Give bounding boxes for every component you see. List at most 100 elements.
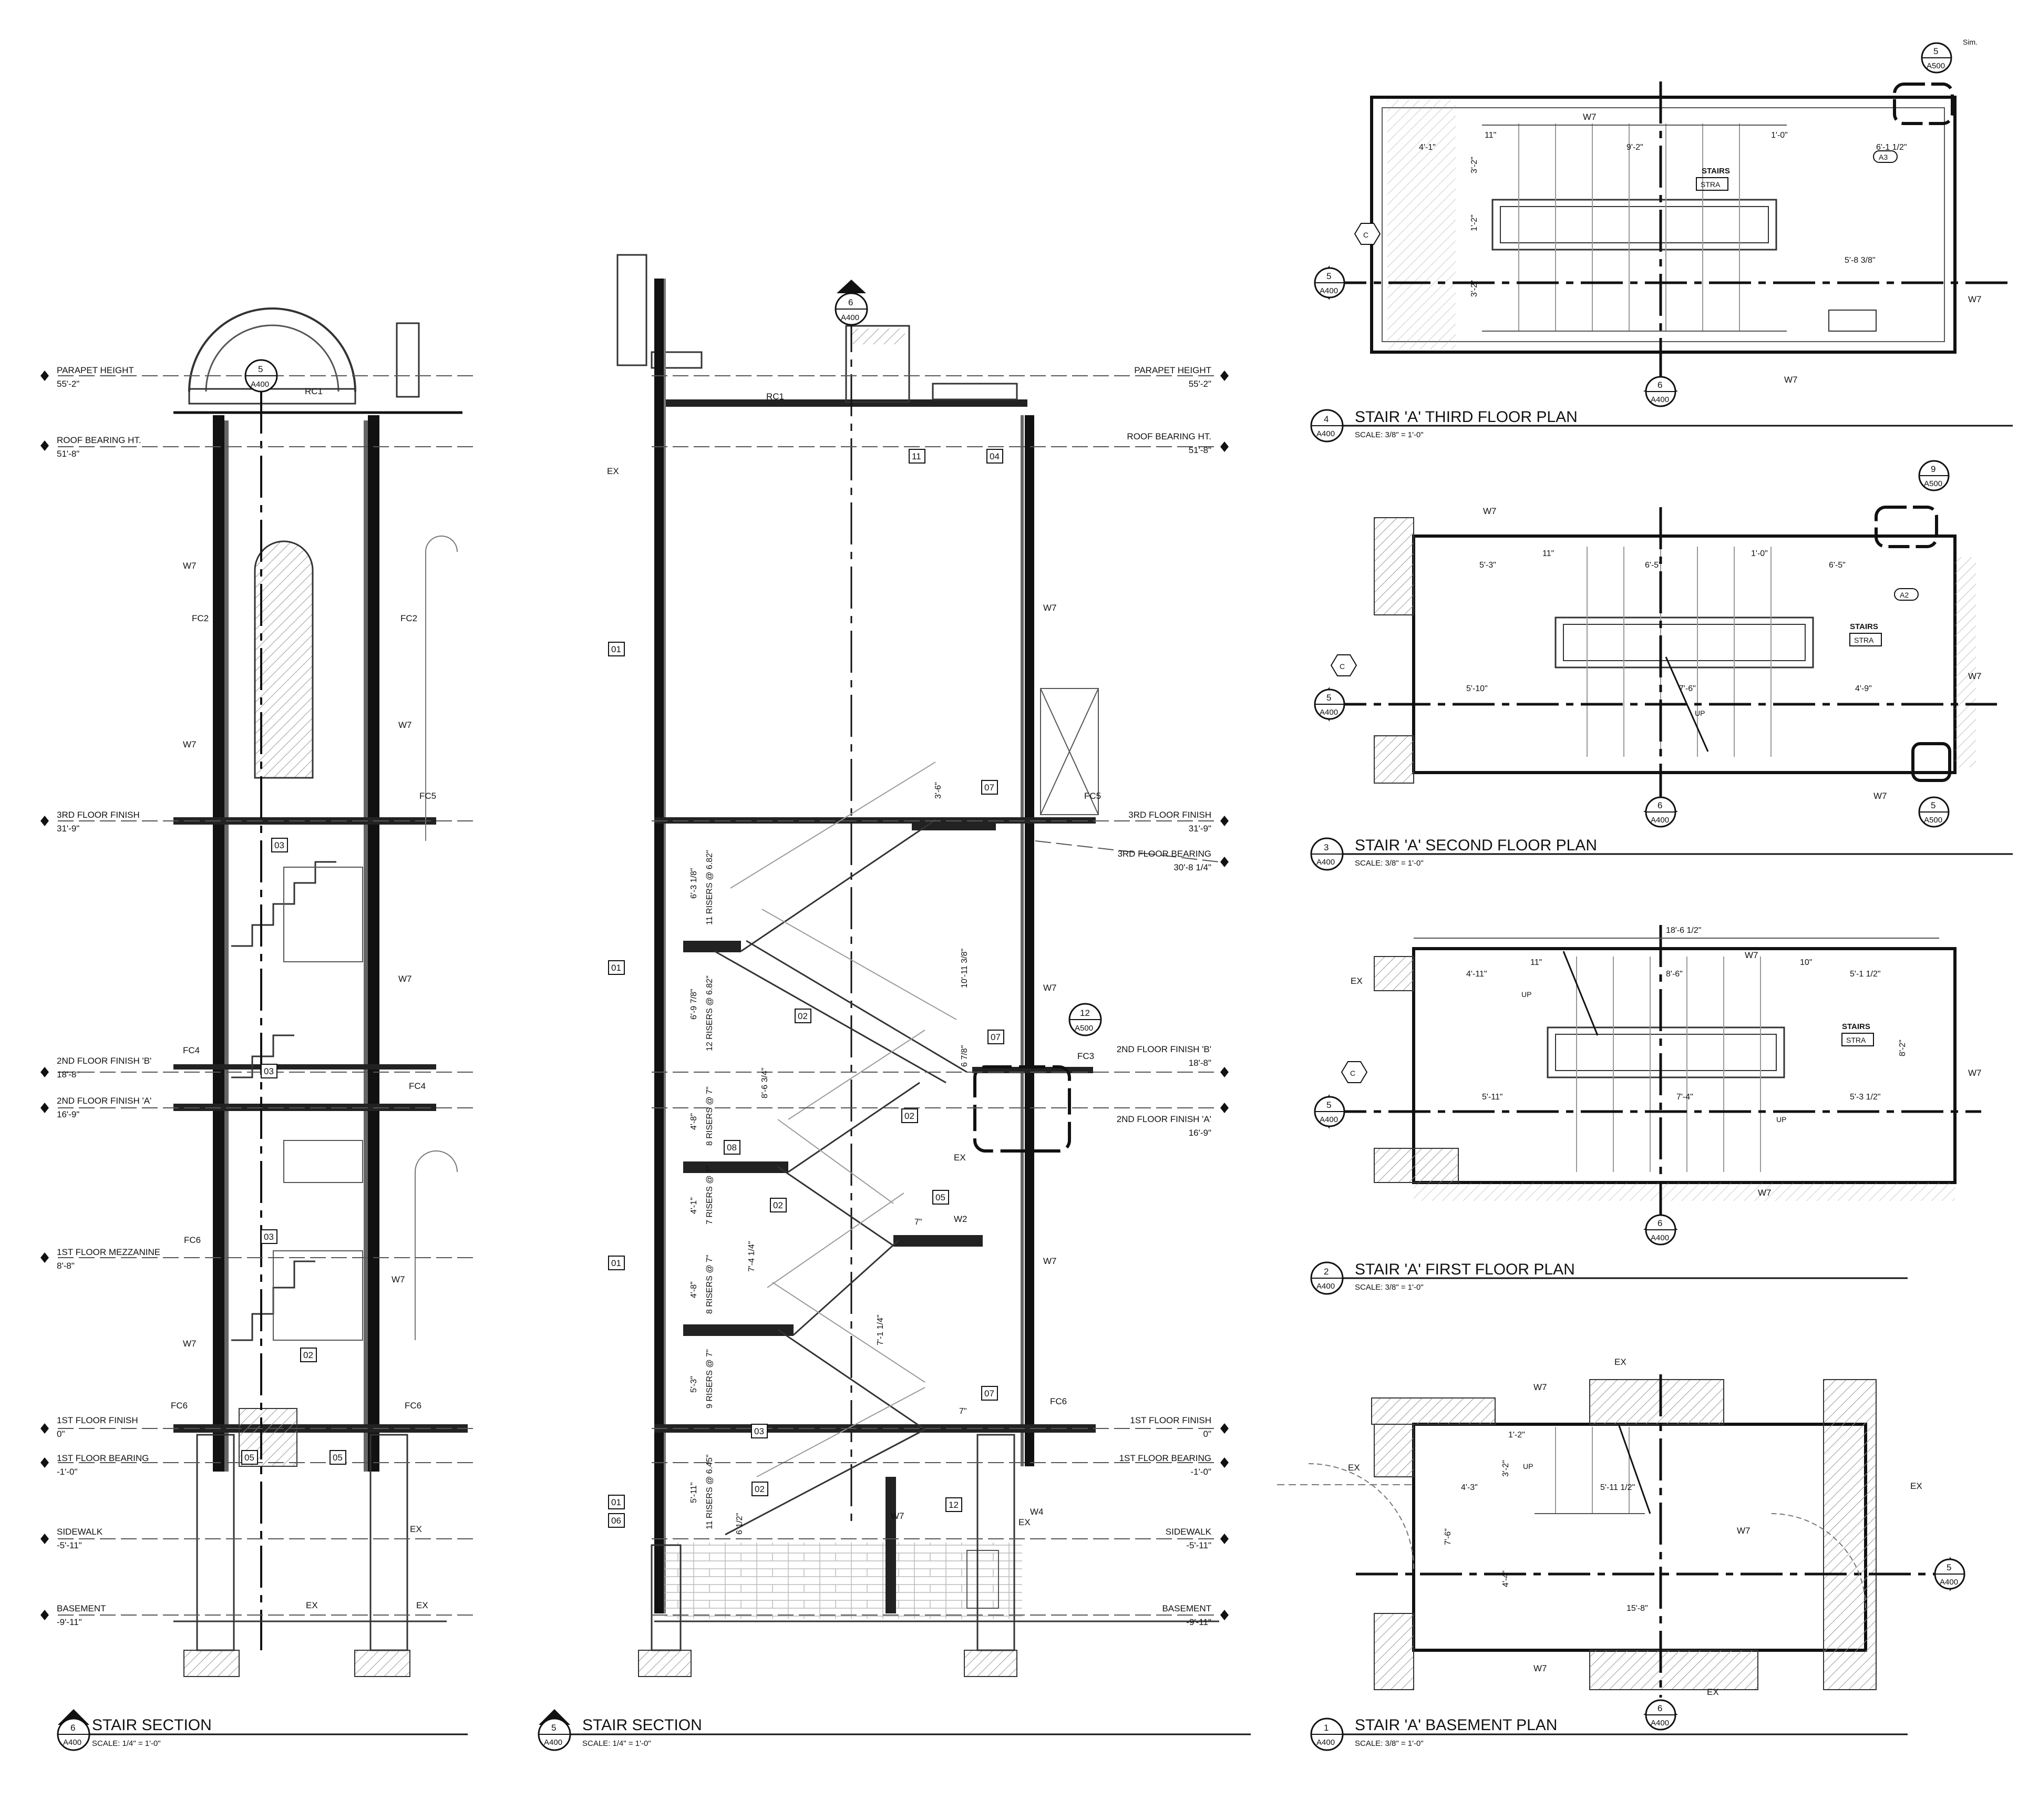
level-1st-bearing-left: 1ST FLOOR BEARING-1'-0"	[40, 1453, 149, 1477]
dim: 7'-4"	[1676, 1093, 1693, 1102]
level-elevation: 51'-8"	[57, 449, 79, 459]
tag-fc5: FC5	[419, 791, 436, 801]
svg-text:A500: A500	[1924, 816, 1942, 825]
level-elevation: -5'-11"	[57, 1540, 82, 1550]
dim: 4'-9"	[1855, 684, 1872, 693]
level-roof-bearing-right: ROOF BEARING HT.51'-8"	[1127, 431, 1229, 455]
section-6-callout: 5 A400	[244, 359, 278, 393]
up-arrow-label: UP	[1695, 709, 1705, 717]
level-name: ROOF BEARING HT.	[1127, 431, 1211, 441]
svg-text:A500: A500	[1924, 479, 1942, 488]
keynote-03: 03	[271, 838, 288, 852]
dim-riser: 6 1/2"	[735, 1513, 744, 1535]
dim: 11"	[1485, 131, 1496, 140]
svg-text:A400: A400	[1320, 286, 1338, 295]
tag-ex: EX	[1614, 1357, 1626, 1367]
level-sidewalk-left: SIDEWALK-5'-11"	[40, 1527, 103, 1550]
room-name: STAIRS	[1702, 167, 1730, 176]
tag-w7: W7	[1533, 1382, 1547, 1392]
dim: 5'-11 1/2"	[1600, 1483, 1635, 1492]
tag-w7: W7	[392, 1274, 405, 1284]
dim: 5'-8 3/8"	[1845, 256, 1876, 265]
svg-text:5: 5	[1931, 800, 1935, 810]
tag-ex: EX	[1348, 1463, 1360, 1473]
svg-text:6: 6	[1657, 800, 1662, 810]
tag-ex: EX	[1351, 976, 1363, 986]
plan-2-labels: W7 W7 W7 EX STAIRS STRA UP UP C 18'-6 1/…	[1341, 926, 1982, 1198]
level-name: 2ND FLOOR FINISH 'A'	[1117, 1114, 1211, 1124]
tag-w7: W7	[1043, 1256, 1057, 1266]
plan-4-drawing	[1324, 81, 2007, 389]
up-arrow-label: UP	[1521, 990, 1531, 999]
level-name: 3RD FLOOR BEARING	[1117, 849, 1211, 859]
view-sheet: A400	[544, 1738, 562, 1747]
tag-w7: W7	[1745, 950, 1758, 960]
dim-risers: 8 RISERS @ 7"	[705, 1255, 714, 1314]
dim: 3'-2"	[1470, 280, 1479, 297]
tag-w2: W2	[954, 1214, 967, 1224]
level-elevation: 18'-8"	[1189, 1058, 1211, 1068]
dim-risers: 7 RISERS @ 7"	[705, 1165, 714, 1225]
room-tag: STRA	[1854, 636, 1874, 644]
dim-risers: 9 RISERS @ 7"	[705, 1349, 714, 1408]
dim: 6'-5"	[1829, 561, 1846, 570]
dim: 7'-6"	[1679, 684, 1696, 693]
level-elevation: 55'-2"	[57, 379, 79, 389]
grid-bubble-c: C	[1354, 223, 1381, 245]
section-5-detail-callout: 12 A500	[1068, 1003, 1102, 1036]
dim-height: 4'-8"	[689, 1281, 698, 1298]
level-elevation: 31'-9"	[1189, 824, 1211, 834]
plan-2-drawing	[1324, 925, 1981, 1225]
section-5-riser-dims: 11 RISERS @ 6.82" 6'-3 1/8" 12 RISERS @ …	[689, 782, 969, 1535]
title-block-plan-1: 1 A400 STAIR 'A' BASEMENT PLAN SCALE: 3/…	[1310, 1716, 1908, 1751]
dim-height: 4'-8"	[689, 1113, 698, 1130]
svg-text:05: 05	[333, 1453, 343, 1463]
tag-w7: W7	[1043, 983, 1057, 993]
dim: 4'-4"	[1501, 1570, 1510, 1587]
plan-4-labels: W7 W7 W7 STAIRS STRA A3 Sim. C 4'-1" 11"…	[1354, 38, 1982, 385]
room-name: STAIRS	[1850, 622, 1878, 631]
dim: 5'-3"	[1479, 561, 1496, 570]
level-basement-left: BASEMENT-9'-11"	[40, 1603, 106, 1627]
keynote-07: 07	[981, 1386, 998, 1401]
level-elevation: -9'-11"	[57, 1617, 82, 1627]
level-name: 2ND FLOOR FINISH 'B'	[57, 1056, 151, 1066]
tag-w7: W7	[1043, 603, 1057, 613]
level-name: SIDEWALK	[1166, 1527, 1212, 1537]
tag-fc6: FC6	[405, 1401, 421, 1411]
room-tag: STRA	[1701, 180, 1721, 189]
section-5-tags: EX RC1 W7 FC5 W7 FC3 EX W2 W7 FC6 W7 W4 …	[607, 392, 1101, 1527]
tag-w7: W7	[183, 739, 197, 749]
dim: 1'-0"	[1751, 549, 1768, 558]
level-name: 3RD FLOOR FINISH	[1128, 810, 1211, 820]
dim: 11"	[1530, 958, 1542, 967]
level-basement-right: BASEMENT-9'-11"	[1162, 1603, 1229, 1627]
tag-fc2: FC2	[192, 613, 209, 623]
level-name: 1ST FLOOR BEARING	[57, 1453, 149, 1463]
keynote-01: 01	[608, 642, 625, 656]
tag-w7: W7	[1968, 294, 1982, 304]
keynote-06: 06	[608, 1513, 625, 1528]
dim-height: 6'-3 1/8"	[689, 868, 698, 899]
dim-rail: 3'-6"	[934, 782, 943, 799]
callout-number: 6	[848, 297, 853, 307]
tag-fc6: FC6	[1050, 1396, 1067, 1406]
level-elevation: 0"	[1203, 1429, 1212, 1439]
title-block-section-6: 6 A400 STAIR SECTION SCALE: 1/4" = 1'-0"	[57, 1709, 468, 1751]
keynote-02: 02	[751, 1482, 768, 1496]
dim-riser: 6 7/8"	[960, 1045, 969, 1067]
dim: 3'-2"	[1470, 157, 1479, 173]
up-arrow-label: UP	[1523, 1462, 1533, 1471]
tag-fc6: FC6	[171, 1401, 188, 1411]
tag-fc4: FC4	[409, 1081, 426, 1091]
